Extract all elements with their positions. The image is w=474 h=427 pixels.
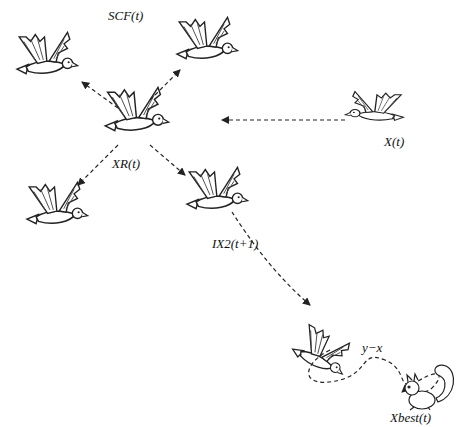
- spread-arrow: [82, 82, 118, 108]
- math-label: XR(t): [112, 156, 140, 172]
- spread-arrow: [150, 70, 180, 100]
- math-label: SCF(t): [108, 8, 143, 24]
- diving-eagle: [291, 320, 358, 381]
- math-label: Xbest(t): [390, 410, 431, 426]
- squirrel: [405, 365, 454, 410]
- math-label: IX2(t+1): [212, 236, 258, 252]
- math-label: y−x: [362, 340, 382, 356]
- eagle: [17, 32, 78, 73]
- eagle: [105, 87, 169, 130]
- approach-arrow: [222, 119, 345, 120]
- dive-arrow: [232, 212, 310, 305]
- eagle: [177, 17, 238, 58]
- math-label: X(t): [384, 134, 404, 150]
- spread-arrow: [150, 145, 185, 175]
- eagle: [27, 182, 88, 223]
- eagle: [187, 167, 248, 208]
- chase-path: [309, 350, 440, 392]
- flying-bird: [345, 92, 403, 121]
